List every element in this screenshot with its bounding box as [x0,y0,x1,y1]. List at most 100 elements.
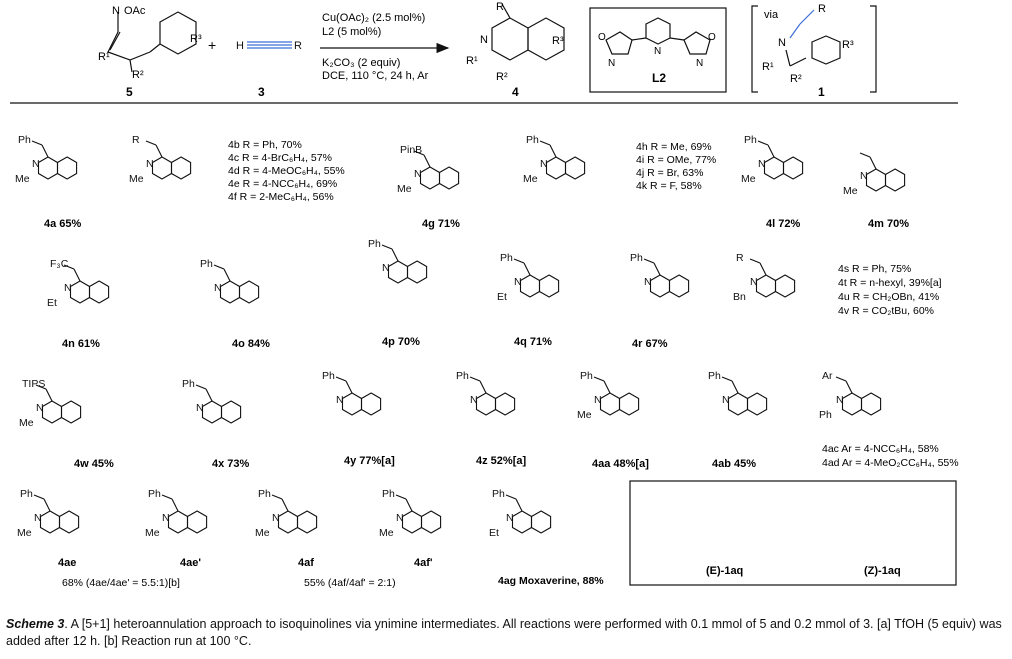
atom-label: Ph [322,370,335,382]
svg-text:H: H [236,40,244,52]
bond-line [195,384,207,390]
atom-label: Me [379,527,394,539]
atom-label: R [132,134,140,146]
oac-label: N [112,5,120,17]
ring-bond [763,156,785,180]
atom-label: R [736,252,744,264]
product-r2: R² [496,71,508,83]
ring-bond [296,510,318,534]
condition-3: K₂CO₃ (2 equiv) [322,57,400,69]
product-r1: R¹ [466,55,478,67]
atom-label: Ph [148,488,161,500]
atom-label: Ph [819,409,832,421]
bond-line [859,152,871,158]
bond-line [35,384,47,390]
compound-z-1aq-label: (Z)-1aq [864,565,901,577]
atom-label: N [506,512,514,524]
atom-label: Ph [492,488,505,500]
ring-bond [475,392,497,416]
atom-label: Me [255,527,270,539]
atom-label: Me [15,173,30,185]
atom-label: N [64,282,72,294]
atom-label: Ph [368,238,381,250]
ligand-n-right: N [696,58,703,69]
ring-bond [782,156,804,180]
ring-bond [238,280,260,304]
bracket-left [751,5,758,93]
ring-bond [341,392,363,416]
bond-line [63,264,75,270]
ring-bond [884,168,906,192]
caption-text: . A [5+1] heteroannulation approach to i… [6,617,1002,648]
compound-4k-line: 4k R = F, 58% [636,180,702,192]
ring-bond [151,156,173,180]
figure-caption: Scheme 3. A [5+1] heteroannulation appro… [6,616,1006,650]
ring-bond [519,274,541,298]
atom-label: F₃C [50,258,69,270]
atom-label: Ph [18,134,31,146]
ring-bond [167,510,189,534]
bond-line [721,376,733,382]
bond-line [767,144,775,158]
ring-bond [494,392,516,416]
atom-label: Me [397,183,412,195]
atom-label: Ph [580,370,593,382]
compound-4aa-label: 4aa 48%[a] [592,458,649,470]
compound-4d-line: 4d R = 4-MeOC₆H₄, 55% [228,165,345,177]
bond-line [381,244,393,250]
atom-label: Me [523,173,538,185]
ligand-o-right: O [708,32,716,43]
bond-line [423,154,431,168]
intermediate-r: R [818,3,826,15]
compound-4w-label: 4w 45% [74,458,114,470]
atom-label: N [34,512,42,524]
intermediate-r1: R¹ [762,61,774,73]
bond-line [845,380,853,394]
condition-2: L2 (5 mol%) [322,26,381,38]
atom-label: Me [17,527,32,539]
atom-label: Bn [733,291,746,303]
bond-line [43,498,51,512]
bond-line [171,498,179,512]
ring-bond [60,400,82,424]
compound-4r-label: 4r 67% [632,338,668,350]
ring-bond [220,400,242,424]
intermediate-1-structure [785,9,841,67]
compound-4n-label: 4n 61% [62,338,100,350]
compound-4j-line: 4j R = Br, 63% [636,167,703,179]
alkyne-3-structure: H R [236,40,302,52]
atom-label: N [396,512,404,524]
r3-label: R³ [190,33,202,45]
compound-4af-ratio: 55% (4af/4af' = 2:1) [304,577,396,589]
ring-bond [401,510,423,534]
atom-label: Ph [200,258,213,270]
bond-line [281,498,289,512]
condition-4: DCE, 110 °C, 24 h, Ar [322,70,429,82]
ring-bond [865,168,887,192]
ring-bond [39,510,61,534]
reaction-scheme: N OAc R¹ R² R³ 5 + H R 3 Cu(OAc)₂ (2.5 m… [10,1,959,589]
atom-label: Et [497,291,507,303]
bond-line [413,150,425,156]
ring-bond [564,156,586,180]
ring-bond [219,280,241,304]
ring-bond [727,392,749,416]
bond-line [749,258,761,264]
bond-line [653,262,661,276]
bond-line [45,388,53,402]
atom-label: Ph [630,252,643,264]
atom-label: Me [843,185,858,197]
product-4-structure [491,3,565,61]
atom-label: Ph [382,488,395,500]
compound-4ae-label: 4ae [58,557,76,569]
bond-line [31,140,43,146]
intermediate-r2: R² [790,73,802,85]
compound-4u-line: 4u R = CH₂OBn, 41% [838,291,939,303]
atom-label: Me [577,409,592,421]
ring-bond [746,392,768,416]
bond-line [515,498,523,512]
ring-bond [387,260,409,284]
compound-4a-label: 4a 65% [44,218,82,230]
compound-4o-label: 4o 84% [232,338,270,350]
